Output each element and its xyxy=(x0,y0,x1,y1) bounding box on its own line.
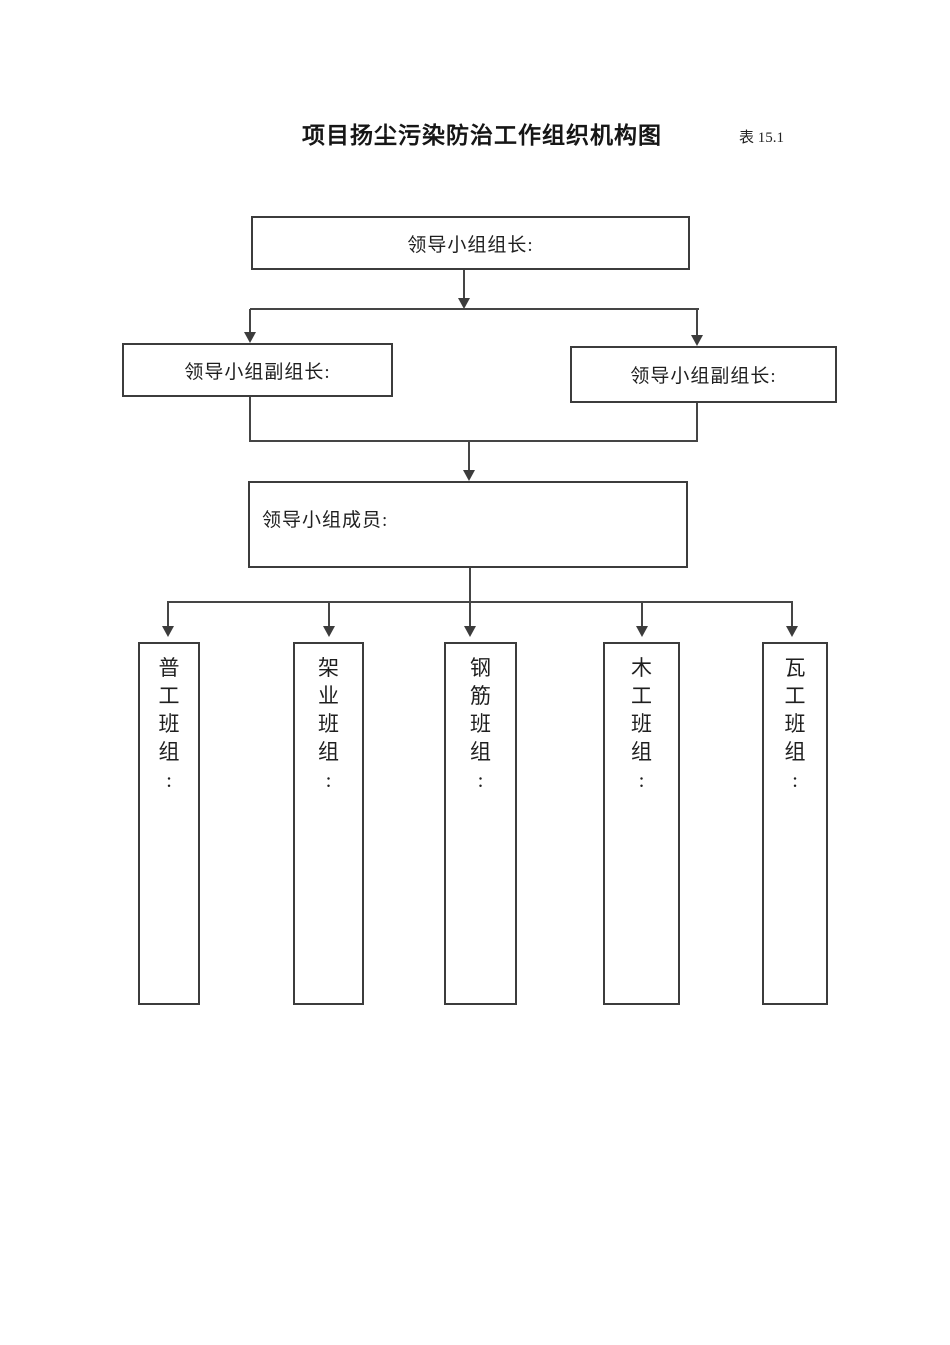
node-deputy-right: 领导小组副组长: xyxy=(570,346,837,403)
arrow-down-icon xyxy=(786,626,798,637)
node-team-label: 木 工 班 组 : xyxy=(631,656,652,792)
arrow-down-icon xyxy=(244,332,256,343)
node-leader: 领导小组组长: xyxy=(251,216,690,270)
arrow-down-icon xyxy=(458,298,470,309)
node-team-general-workers: 普 工 班 组 : xyxy=(138,642,200,1005)
connector-drop-left xyxy=(249,309,251,332)
table-ref: 表 15.1 xyxy=(739,130,785,146)
node-team-label: 普 工 班 组 : xyxy=(158,656,180,792)
node-team-label: 钢 筋 班 组 : xyxy=(470,656,491,792)
node-members-label: 领导小组成员: xyxy=(262,510,389,531)
connector-team-5 xyxy=(791,601,793,626)
node-team-label: 瓦 工 班 组 : xyxy=(784,656,806,792)
node-leader-label: 领导小组组长: xyxy=(407,234,534,256)
node-deputy-left: 领导小组副组长: xyxy=(122,343,393,397)
connector-team-1 xyxy=(167,601,169,626)
page-title: 项目扬尘污染防治工作组织机构图 xyxy=(302,123,662,148)
connector-team-2 xyxy=(328,601,330,626)
connector-merge-left xyxy=(249,397,251,441)
connector-merge-line xyxy=(249,440,698,442)
arrow-down-icon xyxy=(691,335,703,346)
connector-leader-stem xyxy=(463,270,465,298)
arrow-down-icon xyxy=(464,626,476,637)
node-team-rebar: 钢 筋 班 组 : xyxy=(444,642,517,1005)
node-team-scaffolding: 架 业 班 组 : xyxy=(293,642,364,1005)
connector-split-line xyxy=(250,308,699,310)
node-deputy-left-label: 领导小组副组长: xyxy=(184,361,331,383)
node-team-carpentry: 木 工 班 组 : xyxy=(603,642,680,1005)
arrow-down-icon xyxy=(463,470,475,481)
arrow-down-icon xyxy=(162,626,174,637)
arrow-down-icon xyxy=(636,626,648,637)
node-team-label: 架 业 班 组 : xyxy=(318,656,339,792)
node-deputy-right-label: 领导小组副组长: xyxy=(630,366,777,387)
node-members: 领导小组成员: xyxy=(248,481,688,568)
connector-drop-right xyxy=(696,309,698,335)
connector-fan-line xyxy=(168,601,792,603)
node-team-masonry: 瓦 工 班 组 : xyxy=(762,642,828,1005)
connector-center-stem xyxy=(469,568,471,626)
connector-members-stem xyxy=(468,441,470,470)
arrow-down-icon xyxy=(323,626,335,637)
connector-team-4 xyxy=(641,601,643,626)
connector-merge-right xyxy=(696,403,698,441)
